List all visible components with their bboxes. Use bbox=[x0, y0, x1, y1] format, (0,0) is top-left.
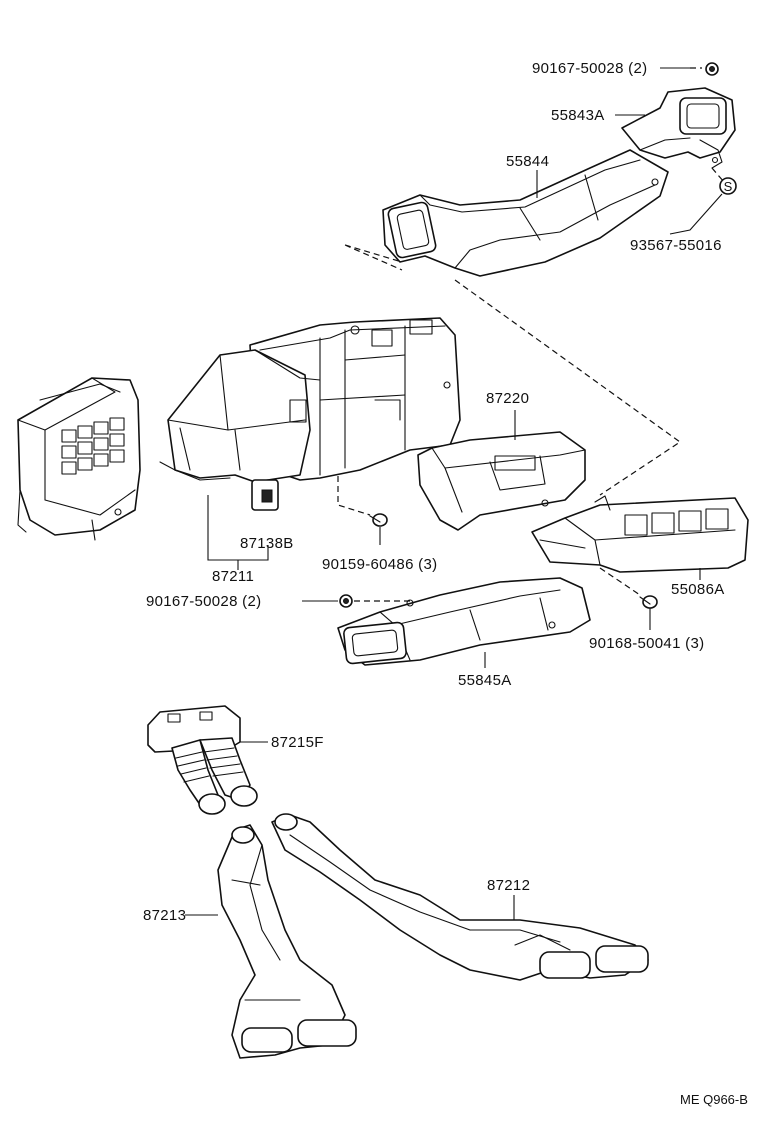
label-87211: 87211 bbox=[212, 568, 254, 585]
screw-90167-mid bbox=[302, 594, 410, 608]
part-87220 bbox=[417, 410, 586, 531]
label-87215f: 87215F bbox=[271, 734, 324, 751]
part-87138b bbox=[251, 479, 279, 511]
diagram-code: ME Q966-B bbox=[680, 1092, 748, 1107]
duct-55845a bbox=[337, 577, 591, 668]
label-87138b: 87138B bbox=[240, 535, 294, 552]
duct-87212 bbox=[271, 813, 649, 981]
label-90159-60486: 90159-60486 (3) bbox=[322, 556, 437, 573]
screw-90167-top bbox=[660, 62, 719, 76]
label-55086a: 55086A bbox=[671, 581, 725, 598]
label-55844: 55844 bbox=[506, 153, 549, 170]
label-93567-55016: 93567-55016 bbox=[630, 237, 722, 254]
clip-s-marker: S bbox=[724, 179, 733, 194]
duct-87213 bbox=[185, 824, 357, 1059]
connector-55843a bbox=[621, 87, 736, 169]
screw-90168 bbox=[599, 567, 658, 630]
label-90167-50028-mid: 90167-50028 (2) bbox=[146, 593, 261, 610]
duct-87215f bbox=[147, 705, 268, 815]
label-87213: 87213 bbox=[143, 907, 186, 924]
vent-left-housing bbox=[17, 377, 141, 541]
label-55843a: 55843A bbox=[551, 107, 605, 124]
label-87212: 87212 bbox=[487, 877, 530, 894]
label-90167-50028-top: 90167-50028 (2) bbox=[532, 60, 647, 77]
label-55845a: 55845A bbox=[458, 672, 512, 689]
clip-93567: S bbox=[669, 167, 737, 235]
label-87220: 87220 bbox=[486, 390, 529, 407]
register-55086a bbox=[531, 495, 749, 580]
screw-90159 bbox=[337, 476, 388, 545]
label-90168-50041: 90168-50041 (3) bbox=[589, 635, 704, 652]
assembly-outline bbox=[344, 244, 682, 496]
duct-87211 bbox=[159, 349, 321, 483]
duct-55844 bbox=[382, 149, 669, 277]
